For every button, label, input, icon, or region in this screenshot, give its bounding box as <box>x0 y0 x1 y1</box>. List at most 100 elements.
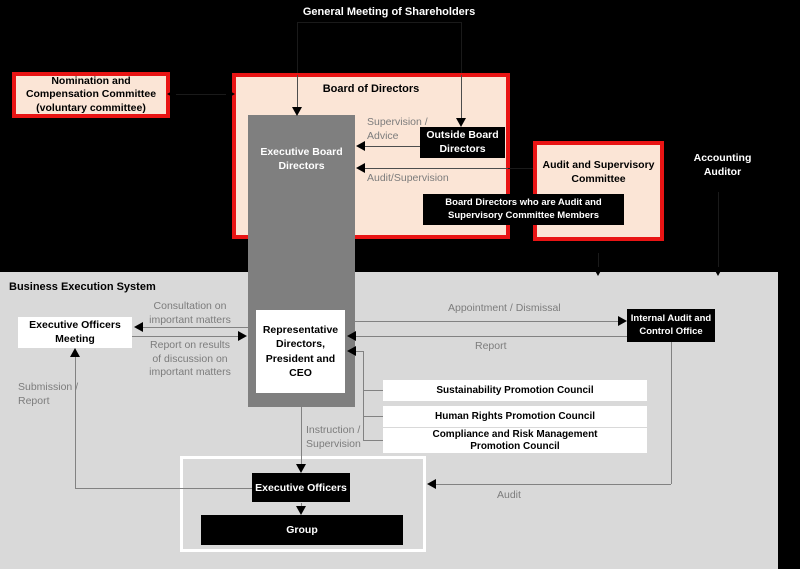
connector-shareholders-right <box>461 22 462 73</box>
representative-directors-line-3: President and <box>265 352 336 365</box>
arrowhead-report <box>347 331 356 341</box>
compliance-risk-council-line-2: Promotion Council <box>470 440 560 452</box>
arrowhead-consultation <box>134 322 143 332</box>
representative-directors-line-2: Directors, <box>275 338 326 351</box>
general-meeting-title: General Meeting of Shareholders <box>302 6 476 18</box>
arrow-internal-audit-committee <box>598 246 599 274</box>
internal-audit-office-line-2: Control Office <box>639 325 703 337</box>
audit-committee-members-box: Board Directors who are Audit and Superv… <box>423 194 624 225</box>
arrow-audit-supervision <box>360 168 508 169</box>
arrowhead-submission-report <box>70 348 80 357</box>
arrowhead-meeting-to-outside-directors <box>456 118 466 127</box>
report-results-label: Report on results of discussion on impor… <box>138 339 242 380</box>
connector-council-1 <box>363 390 383 391</box>
instruction-supervision-label: Instruction / Supervision <box>306 424 361 451</box>
consultation-line-2: important matters <box>149 313 231 326</box>
human-rights-council-label: Human Rights Promotion Council <box>435 411 595 422</box>
representative-directors-line-1: Representative <box>262 324 339 337</box>
audit-committee-members-line-1: Board Directors who are Audit and <box>445 197 602 209</box>
connector-shareholders-horizontal <box>297 22 462 23</box>
representative-directors-line-4: CEO <box>289 366 312 379</box>
arrow-consultation <box>138 327 248 328</box>
arrow-internal-audit-accounting <box>718 188 719 274</box>
audit-committee-members-line-2: Supervisory Committee Members <box>448 209 599 221</box>
submission-report-line-2: Report <box>18 394 50 407</box>
connector-shareholders-left <box>297 22 298 73</box>
business-execution-label: Business Execution System <box>9 281 156 293</box>
executive-board-directors-line-1: Executive Board <box>260 146 343 158</box>
supervision-advice-line-1: Supervision / <box>367 116 428 128</box>
audit-supervision-label: Audit/Supervision <box>367 172 449 184</box>
instruction-supervision-line-2: Supervision <box>306 437 361 450</box>
executive-officers-meeting-line-1: Executive Officers <box>29 318 121 331</box>
arrow-nomination-board <box>172 94 230 95</box>
report-results-line-1: Report on results <box>150 339 230 351</box>
nomination-compensation-committee-box: Nomination and Compensation Committee (v… <box>12 72 170 118</box>
group-box: Group <box>201 515 403 545</box>
arrow-meeting-to-directors <box>297 75 298 111</box>
arrowhead-nomination-right <box>226 89 235 99</box>
outside-board-directors-line-2: Directors <box>439 142 486 155</box>
instruction-supervision-line-1: Instruction / <box>306 424 361 436</box>
nomination-line-1: Nomination and <box>51 74 131 87</box>
internal-audit-office-line-1: Internal Audit and <box>630 313 712 325</box>
report-label: Report <box>475 340 507 352</box>
internal-audit-office-box: Internal Audit and Control Office <box>627 309 715 342</box>
connector-councils-horizontal <box>351 351 363 352</box>
arrowhead-instruction-supervision <box>296 464 306 473</box>
arrowhead-nomination-left <box>167 89 176 99</box>
supervision-advice-line-2: Advice <box>367 129 399 142</box>
sustainability-council-label: Sustainability Promotion Council <box>436 385 594 396</box>
arrowhead-to-accounting-auditor <box>713 183 723 192</box>
connector-council-3 <box>363 440 383 441</box>
report-results-line-2: of discussion on <box>152 352 228 365</box>
arrow-audit-vertical <box>671 342 672 484</box>
representative-directors-box: Representative Directors, President and … <box>256 310 345 393</box>
arrowhead-to-execution-area-right <box>713 267 723 276</box>
arrowhead-officers-to-group <box>296 506 306 515</box>
outside-board-directors-box: Outside Board Directors <box>420 127 505 158</box>
arrowhead-meeting-to-directors <box>292 107 302 116</box>
outside-board-directors-line-1: Outside Board <box>426 128 499 141</box>
arrowhead-appointment-dismissal <box>618 316 627 326</box>
appointment-dismissal-label: Appointment / Dismissal <box>448 302 561 314</box>
accounting-auditor-line-1: Accounting <box>693 152 752 164</box>
arrow-audit-horizontal <box>433 484 671 485</box>
consultation-line-1: Consultation on <box>153 300 227 312</box>
group-label: Group <box>286 524 318 536</box>
connector-council-2 <box>363 416 383 417</box>
supervision-advice-label: Supervision / Advice <box>367 116 428 143</box>
executive-officers-meeting-line-2: Meeting <box>55 332 95 345</box>
arrowhead-to-execution-area-left <box>593 267 603 276</box>
accounting-auditor-label: Accounting Auditor <box>680 152 765 179</box>
arrowhead-councils-to-president <box>347 346 356 356</box>
arrow-submission-vertical <box>75 357 76 488</box>
executive-officers-label: Executive Officers <box>255 481 347 494</box>
audit-label: Audit <box>497 489 521 501</box>
sustainability-council-box: Sustainability Promotion Council <box>383 380 647 401</box>
board-of-directors-title: Board of Directors <box>322 83 420 95</box>
consultation-label: Consultation on important matters <box>138 300 242 327</box>
group-execution-frame <box>180 456 426 552</box>
submission-report-label: Submission / Report <box>18 381 78 408</box>
arrowhead-audit <box>427 479 436 489</box>
arrow-supervision-advice <box>360 146 420 147</box>
arrow-submission-horizontal <box>75 488 252 489</box>
executive-officers-box: Executive Officers <box>252 473 350 502</box>
arrow-report <box>351 336 627 337</box>
nomination-line-2: Compensation Committee <box>25 88 157 101</box>
nomination-line-3: (voluntary committee) <box>36 101 146 114</box>
executive-board-directors-line-2: Directors <box>278 159 325 172</box>
arrow-meeting-to-outside-directors <box>461 75 462 123</box>
executive-officers-meeting-box: Executive Officers Meeting <box>18 317 132 348</box>
arrow-instruction-supervision <box>301 407 302 467</box>
arrow-report-results <box>132 336 240 337</box>
connector-councils-vertical <box>363 351 364 441</box>
arrowhead-supervision-advice <box>356 141 365 151</box>
submission-report-line-1: Submission / <box>18 381 79 393</box>
audit-committee-line-1: Audit and Supervisory <box>542 159 655 171</box>
compliance-risk-council-box: Compliance and Risk Management Promotion… <box>383 428 647 453</box>
arrow-appointment-dismissal <box>355 321 620 322</box>
accounting-auditor-line-2: Auditor <box>703 165 742 178</box>
arrow-audit-supervision-gap <box>508 168 533 169</box>
